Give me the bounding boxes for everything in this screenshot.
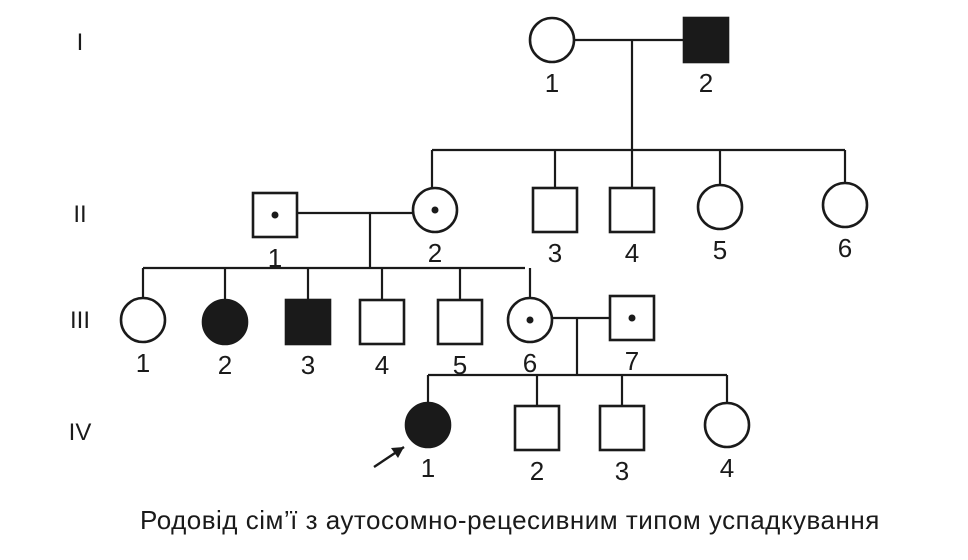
individual-iii-6 [506,296,554,344]
generation-label-iii: III [70,307,90,334]
individual-iv-2 [513,404,561,452]
individual-number-label: 4 [625,238,639,268]
individual-i-2 [682,16,730,64]
female-circle-symbol [703,401,751,449]
individual-number-label: 5 [713,235,727,265]
male-square-symbol [608,186,656,234]
female-circle-symbol [201,298,249,346]
male-square-symbol [513,404,561,452]
individual-iii-1 [119,296,167,344]
male-square-symbol [358,298,406,346]
individual-number-label: 2 [530,456,544,486]
individual-number-label: 5 [453,350,467,380]
individual-number-label: 3 [301,350,315,380]
female-circle-symbol [821,181,869,229]
female-circle-symbol [404,401,452,449]
male-square-symbol [682,16,730,64]
individual-number-label: 1 [545,68,559,98]
male-square-symbol [284,298,332,346]
carrier-dot [526,316,534,324]
individual-iv-1 [373,401,452,468]
individual-number-label: 7 [625,346,639,376]
individual-ii-5 [696,183,744,231]
generation-label-ii: II [73,201,86,228]
carrier-dot [431,206,439,214]
individual-iii-2 [201,298,249,346]
individual-iv-3 [598,404,646,452]
individual-number-label: 6 [523,348,537,378]
generation-label-i: I [77,29,84,56]
male-square-symbol [598,404,646,452]
individual-ii-6 [821,181,869,229]
male-square-symbol [436,298,484,346]
individual-iii-5 [436,298,484,346]
individual-ii-4 [608,186,656,234]
individual-ii-3 [531,186,579,234]
individual-ii-1 [251,191,299,239]
individual-number-label: 3 [615,456,629,486]
relationship-lines [141,38,847,406]
female-circle-symbol [528,16,576,64]
individual-number-label: 3 [548,238,562,268]
individual-ii-2 [411,186,459,234]
individual-iv-4 [703,401,751,449]
female-circle-symbol [119,296,167,344]
generation-label-iv: IV [69,419,92,446]
individual-i-1 [528,16,576,64]
individual-number-label: 2 [428,238,442,268]
proband-arrow-icon [373,446,405,468]
individual-number-label: 1 [421,453,435,483]
carrier-dot [628,314,636,322]
individual-number-label: 6 [838,233,852,263]
individual-symbols [119,16,869,468]
individual-number-label: 2 [699,68,713,98]
individual-number-label: 1 [268,243,282,273]
individual-iii-3 [284,298,332,346]
individual-number-label: 2 [218,350,232,380]
individual-iii-4 [358,298,406,346]
individual-number-label: 4 [375,350,389,380]
individual-iii-7 [608,294,656,342]
male-square-symbol [531,186,579,234]
individual-number-label: 1 [136,348,150,378]
individual-number-label: 4 [720,453,734,483]
carrier-dot [271,211,279,219]
figure-caption: Родовід сім’ї з аутосомно-рецесивним тип… [140,505,880,535]
female-circle-symbol [696,183,744,231]
